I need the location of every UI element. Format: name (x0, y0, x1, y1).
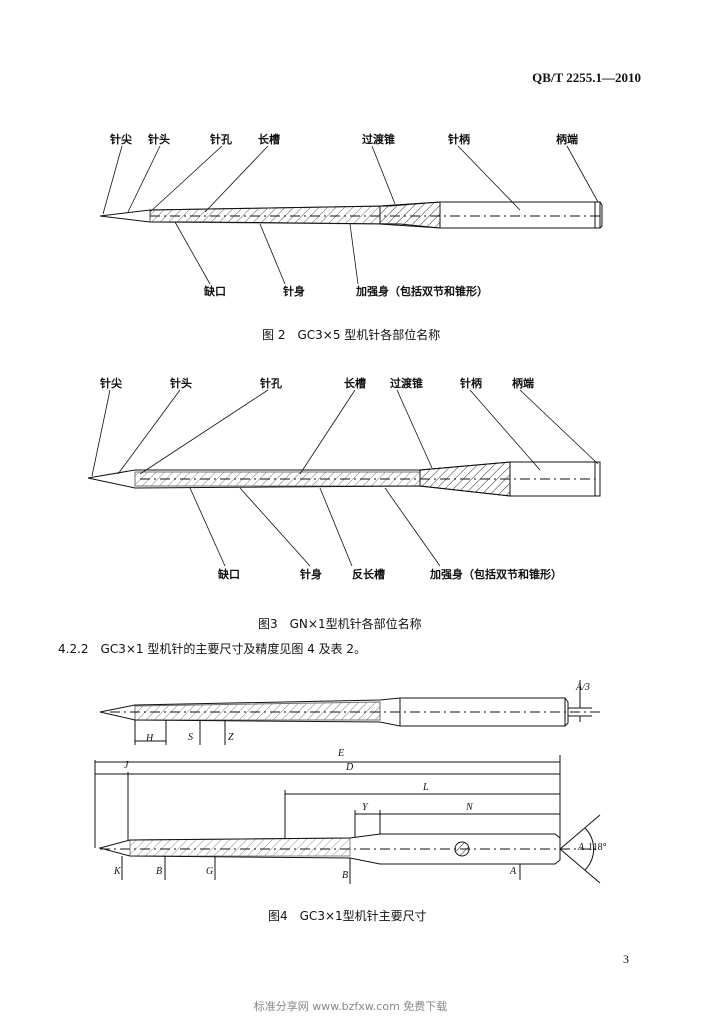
dim-a: A (510, 866, 517, 877)
fig2-label-scarf: 缺口 (204, 285, 226, 298)
footer-watermark: 标准分享网 www.bzfxw.com 免费下载 (253, 1000, 448, 1013)
fig3-label-reverse-groove: 反长槽 (352, 568, 385, 581)
dim-g: G (206, 866, 214, 877)
figure4-caption: 图4 GC3×1型机针主要尺寸 (268, 909, 427, 923)
figure2-caption: 图 2 GC3×5 型机针各部位名称 (262, 328, 441, 342)
dim-d: D (346, 762, 354, 773)
figure2-needle (99, 201, 603, 229)
dim-angle: 118° (588, 842, 607, 853)
fig3-label-eye: 针孔 (260, 377, 282, 390)
fig3-label-tip: 针尖 (100, 377, 122, 390)
fig3-label-taper: 过渡锥 (390, 377, 423, 390)
page-number: 3 (623, 952, 629, 966)
fig2-label-blade: 针身 (283, 285, 305, 298)
fig2-label-butt: 柄端 (556, 133, 578, 146)
dim-n: N (466, 802, 473, 813)
fig2-label-shank: 针柄 (448, 133, 470, 146)
fig2-label-eye: 针孔 (210, 133, 232, 146)
figure3-leaders (91, 389, 599, 567)
fig3-label-reinforced: 加强身（包括双节和锥形） (430, 568, 562, 581)
fig3-label-head: 针头 (170, 377, 192, 390)
dim-l: L (423, 782, 429, 793)
dim-b1: B (156, 866, 163, 877)
fig3-label-long-groove: 长槽 (344, 377, 366, 390)
dim-a3: A/3 (576, 682, 590, 693)
dim-j: J (124, 760, 129, 771)
dim-k: K (114, 866, 121, 877)
figure2-leaders (102, 145, 599, 285)
dim-diameter: A (578, 842, 585, 853)
dim-e: E (338, 748, 345, 759)
fig2-label-taper: 过渡锥 (362, 133, 395, 146)
fig2-label-tip: 针尖 (110, 133, 132, 146)
figure3-caption: 图3 GN×1型机针各部位名称 (258, 617, 422, 631)
dim-s: S (188, 732, 193, 743)
clause-4-2-2: 4.2.2 GC3×1 型机针的主要尺寸及精度见图 4 及表 2。 (58, 642, 367, 656)
dim-z: Z (228, 732, 234, 743)
fig2-label-head: 针头 (148, 133, 170, 146)
dim-y: Y (362, 802, 368, 813)
fig3-label-butt: 柄端 (512, 377, 534, 390)
figure4-top-needle (99, 680, 600, 745)
figure3-needle (87, 461, 601, 497)
fig2-label-reinforced: 加强身（包括双节和锥形） (356, 285, 488, 298)
fig2-label-long-groove: 长槽 (258, 133, 280, 146)
fig3-label-blade: 针身 (300, 568, 322, 581)
standard-code: QB/T 2255.1—2010 (532, 70, 641, 85)
dim-h: H (146, 733, 154, 744)
fig3-label-scarf: 缺口 (218, 568, 240, 581)
figure4-bottom-needle (94, 755, 601, 884)
fig3-label-shank: 针柄 (460, 377, 482, 390)
dim-b2: B (342, 870, 349, 881)
